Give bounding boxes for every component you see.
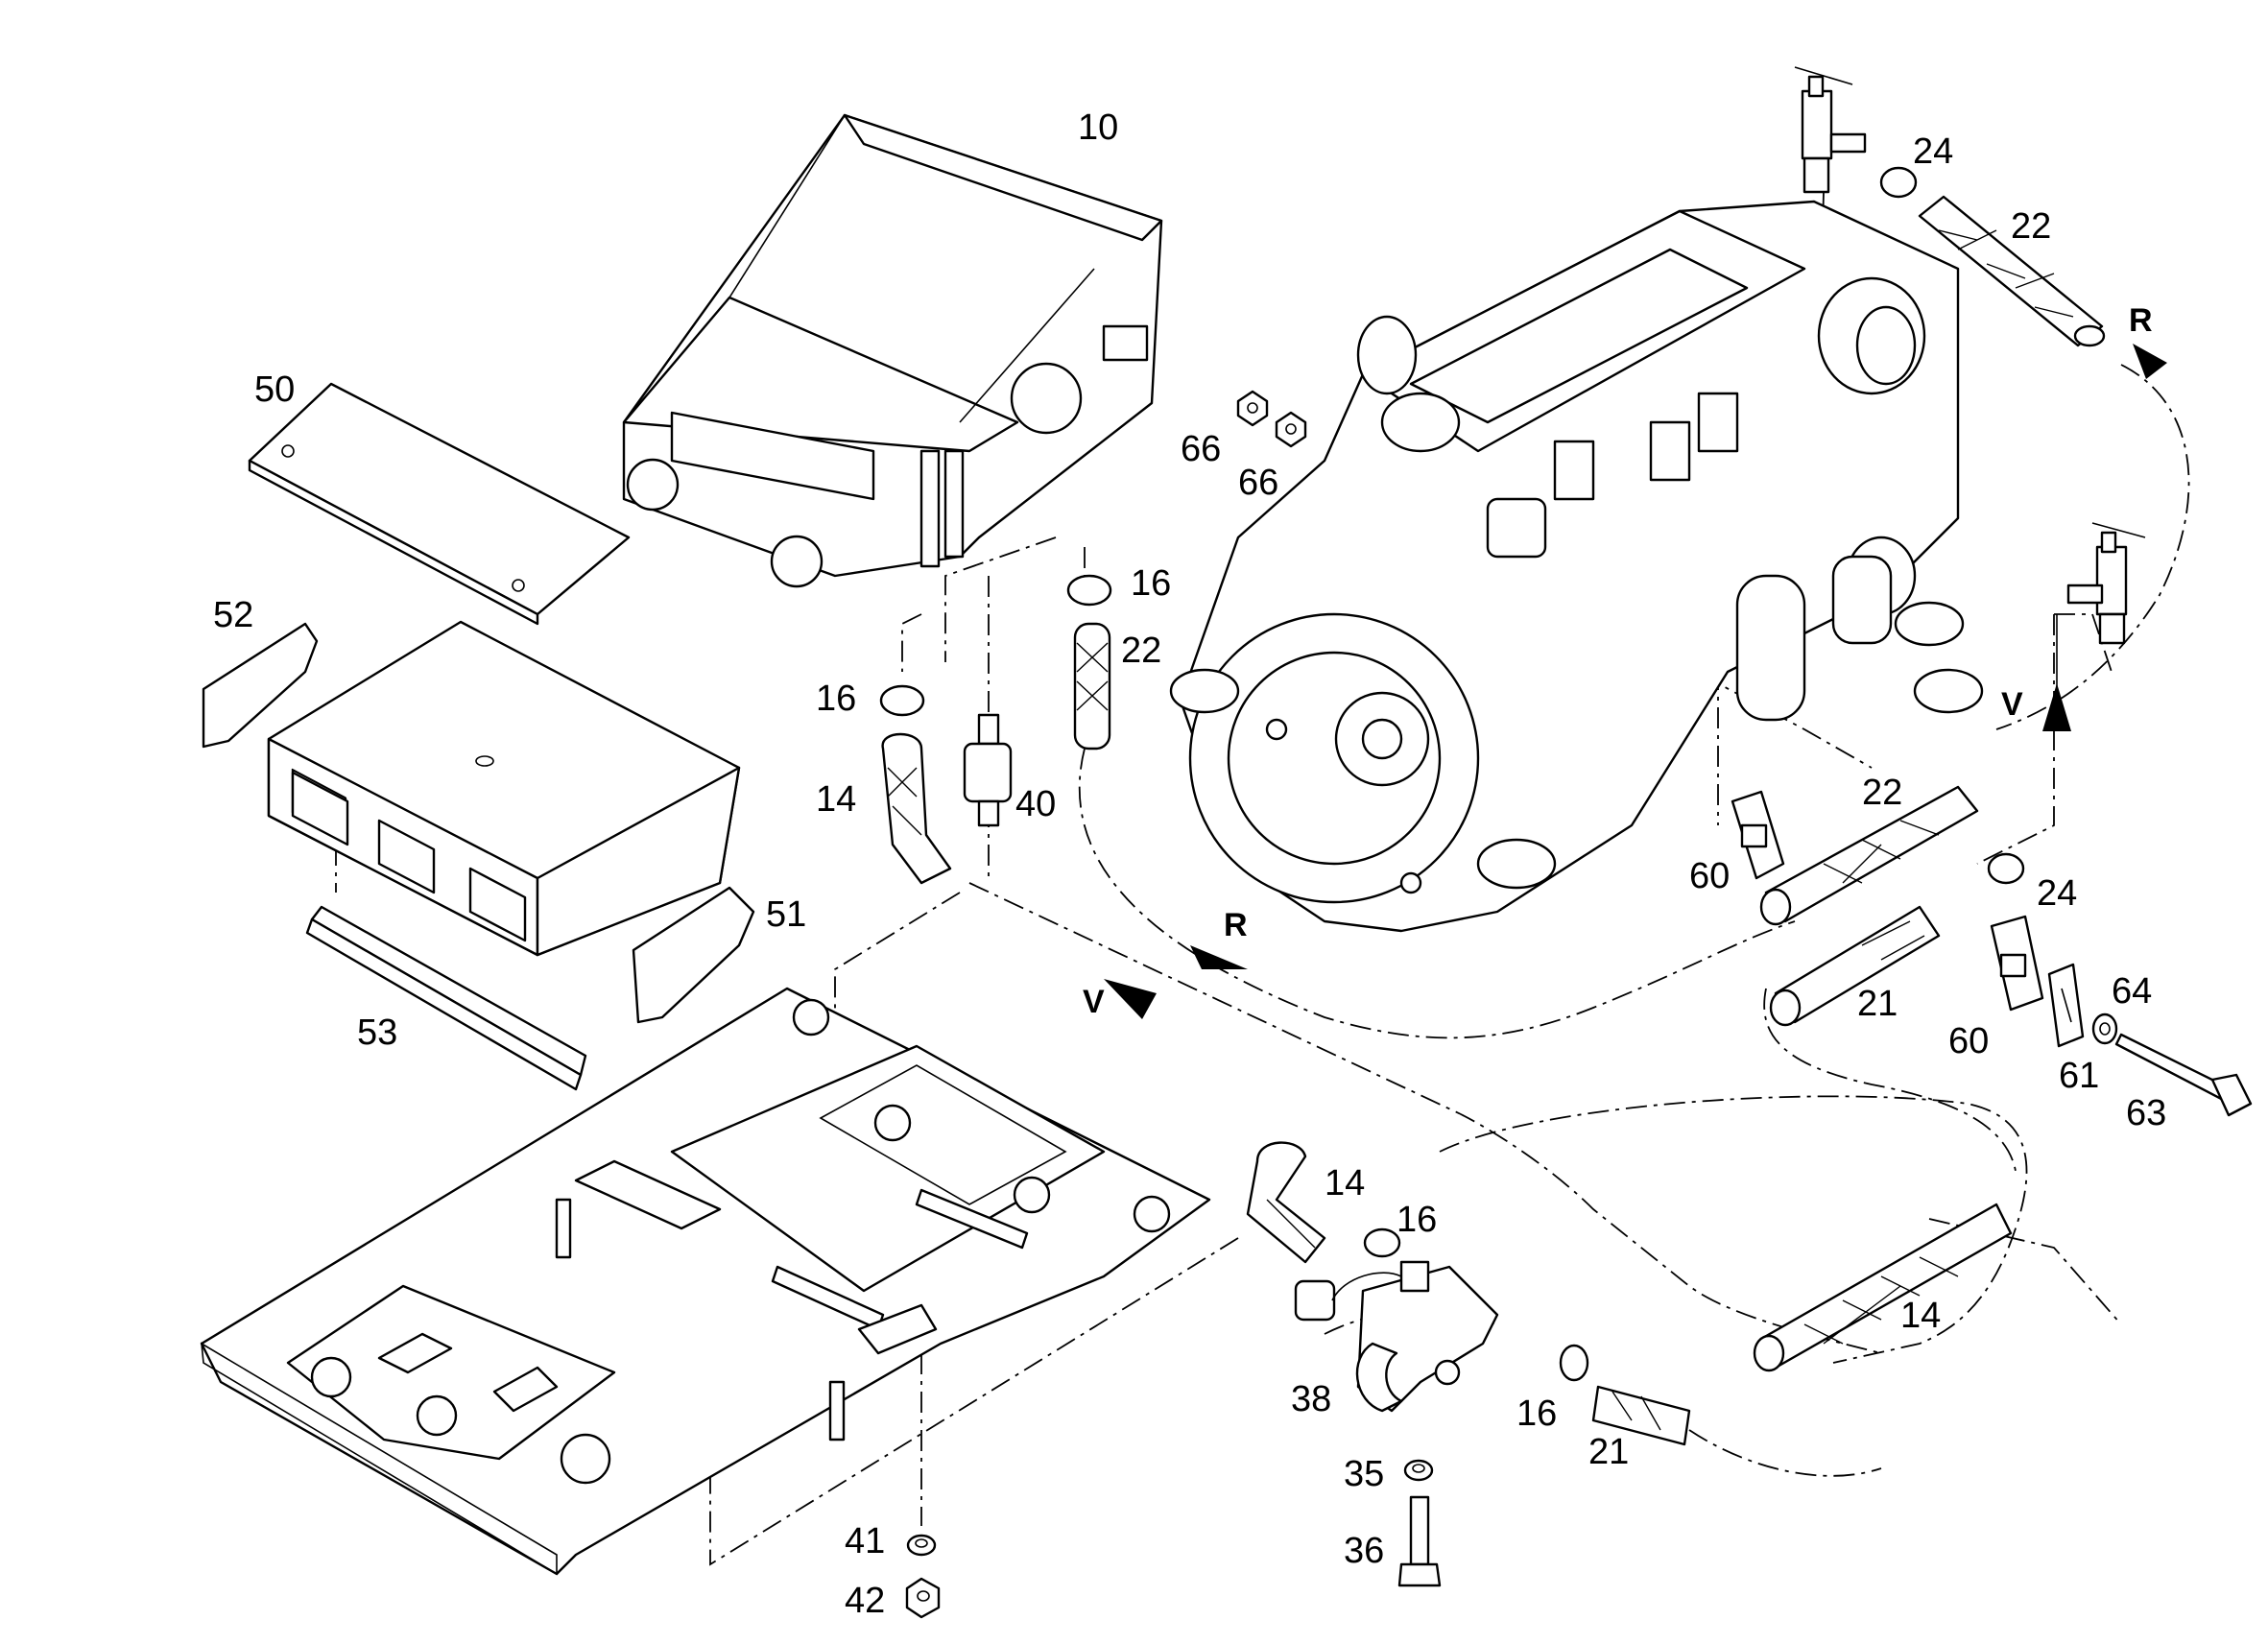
strip-53 — [305, 905, 587, 1091]
drain-valve-top — [1794, 66, 1867, 194]
hose-22-top — [1918, 195, 2106, 347]
label-66-a: 66 — [1181, 429, 1221, 469]
drain-valves — [1794, 66, 2146, 645]
label-r-top: R — [2129, 302, 2153, 339]
hoses — [881, 195, 2106, 1446]
label-r-mid: R — [1224, 907, 1248, 943]
heater-unit — [622, 113, 1163, 588]
label-66-b: 66 — [1238, 463, 1278, 503]
nut-42 — [905, 1577, 941, 1619]
label-22-mid: 22 — [1121, 631, 1161, 671]
flow-arrows — [1104, 344, 2167, 1019]
valve-38 — [1294, 1260, 1499, 1413]
bracket-60-upper — [1731, 790, 1785, 880]
label-14-long: 14 — [1900, 1296, 1941, 1336]
bracket-60-lower — [1990, 915, 2044, 1012]
drain-valve-right — [2066, 522, 2146, 645]
hose-14-upper — [881, 732, 952, 885]
clamp-24-top — [1879, 166, 1918, 199]
label-35: 35 — [1344, 1454, 1384, 1494]
label-16-lower: 16 — [1516, 1394, 1557, 1434]
label-40: 40 — [1015, 784, 1056, 824]
label-v-right: V — [2001, 686, 2023, 723]
part-labels: 10 24 22 R 50 66 66 16 52 22 16 V 14 40 … — [213, 107, 2166, 1621]
hose-22-mid — [1073, 622, 1111, 751]
washer-64 — [2091, 1013, 2118, 1045]
label-v-mid: V — [1083, 984, 1105, 1020]
hose-22-right — [1759, 785, 1979, 926]
connector-40 — [963, 713, 1013, 827]
label-60-upper: 60 — [1689, 856, 1730, 896]
clamp-16-valve — [1363, 1227, 1401, 1258]
label-22-right: 22 — [1862, 773, 1902, 813]
hose-14-lower — [1246, 1141, 1326, 1264]
label-22-top: 22 — [2011, 206, 2051, 247]
label-14-lower: 14 — [1325, 1163, 1365, 1203]
hose-21-lower — [1591, 1385, 1691, 1446]
label-61: 61 — [2059, 1056, 2099, 1096]
washer-35 — [1403, 1459, 1434, 1482]
label-52: 52 — [213, 595, 253, 635]
cover-50 — [248, 382, 631, 626]
label-14-upper: 14 — [816, 779, 856, 820]
nut-66-b — [1275, 411, 1307, 448]
label-38: 38 — [1291, 1379, 1331, 1419]
hose-21-right — [1769, 905, 1941, 1027]
label-36: 36 — [1344, 1531, 1384, 1571]
flow-arrow-v-right — [2042, 683, 2071, 731]
washer-41 — [906, 1534, 937, 1557]
panel-51 — [632, 886, 755, 1024]
label-42: 42 — [845, 1581, 885, 1621]
label-21-right: 21 — [1857, 984, 1898, 1024]
label-63: 63 — [2126, 1093, 2166, 1133]
clamp-16-lower — [1559, 1344, 1589, 1382]
label-64: 64 — [2112, 971, 2152, 1012]
clamp-16-top — [1066, 574, 1112, 607]
label-41: 41 — [845, 1521, 885, 1561]
enclosure-box — [267, 620, 741, 957]
label-16-left: 16 — [816, 679, 856, 719]
label-10: 10 — [1078, 107, 1118, 148]
flow-arrow-r-top — [2133, 344, 2167, 379]
label-60-lower: 60 — [1948, 1021, 1989, 1061]
nut-66-a — [1236, 390, 1269, 427]
hose-14-long — [1753, 1203, 2013, 1372]
label-53: 53 — [357, 1013, 397, 1053]
label-24-top: 24 — [1913, 131, 1953, 172]
plate-61 — [2047, 963, 2085, 1048]
clamp-16-left — [879, 684, 925, 717]
clamp-24-right — [1987, 852, 2025, 885]
label-16-valve: 16 — [1397, 1200, 1437, 1240]
hose-clamps — [879, 166, 2025, 1382]
flow-arrow-r-mid — [1190, 945, 1248, 969]
label-16-top: 16 — [1131, 563, 1171, 604]
flow-arrow-v-mid — [1104, 979, 1157, 1019]
label-21-lower: 21 — [1588, 1432, 1629, 1472]
bolt-63 — [2114, 1033, 2253, 1117]
engine-assembly — [1169, 200, 1984, 933]
panel-52 — [202, 622, 319, 749]
label-51: 51 — [766, 894, 806, 935]
label-50: 50 — [254, 369, 295, 410]
label-24-right: 24 — [2037, 873, 2077, 914]
base-plate — [200, 987, 1211, 1576]
bolt-36 — [1397, 1495, 1442, 1587]
